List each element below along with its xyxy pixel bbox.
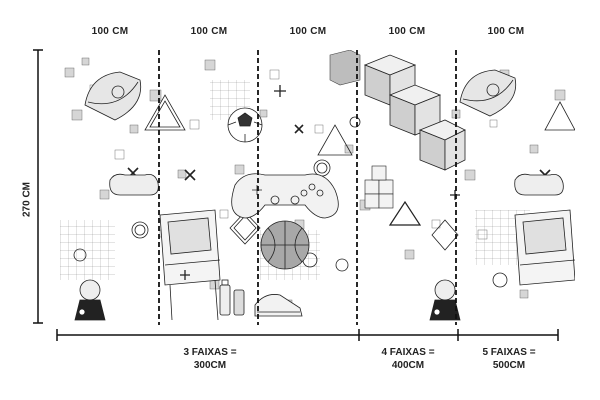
soccer-ball-icon <box>227 107 263 143</box>
width-total-5-strips-size: 500CM <box>492 360 526 371</box>
plus-icon <box>180 85 460 280</box>
triangle-icon <box>317 124 353 156</box>
width-total-3-strips-size: 300CM <box>193 360 227 371</box>
panel-dividers <box>158 50 457 325</box>
triangle-icon <box>544 101 575 131</box>
width-total-4-strips-count: 4 FAIXAS = <box>381 347 435 358</box>
diamond-icon <box>431 219 459 251</box>
width-total-5-strips-count: 5 FAIXAS = <box>482 347 536 358</box>
panel-width-label-1: 100 CM <box>91 26 129 37</box>
triangle-icon <box>388 200 422 226</box>
panel-width-label-5: 100 CM <box>487 26 525 37</box>
small-gamepad-icon <box>109 173 159 196</box>
small-cube-stack-icon <box>364 165 394 209</box>
arcade-cabinet-icon <box>514 209 575 286</box>
width-total-4-strips-size: 400CM <box>391 360 425 371</box>
width-total-3-strips-count: 3 FAIXAS = <box>183 347 237 358</box>
panel-width-label-2: 100 CM <box>190 26 228 37</box>
panel-width-label-3: 100 CM <box>289 26 327 37</box>
arcade-cabinet-icon <box>159 209 221 321</box>
panel-width-label-4: 100 CM <box>388 26 426 37</box>
grid-patch-left <box>60 220 115 280</box>
width-total-4-strips: 4 FAIXAS = 400CM <box>365 346 451 372</box>
vr-headset-icon <box>459 69 517 117</box>
basketball-icon <box>260 220 310 270</box>
vr-headset-icon <box>84 71 142 121</box>
character-icon <box>74 279 106 321</box>
cube-stack-icon <box>363 54 466 171</box>
triangle-icon <box>144 94 186 131</box>
width-total-5-strips: 5 FAIXAS = 500CM <box>466 346 552 372</box>
round-button-icon <box>73 116 537 288</box>
spray-can-icon <box>219 279 245 316</box>
small-gamepad-icon <box>514 173 564 196</box>
diamond-icon <box>229 211 261 245</box>
character-icon <box>429 279 461 321</box>
wallpaper-illustration <box>60 50 575 325</box>
width-total-3-strips: 3 FAIXAS = 300CM <box>160 346 260 372</box>
